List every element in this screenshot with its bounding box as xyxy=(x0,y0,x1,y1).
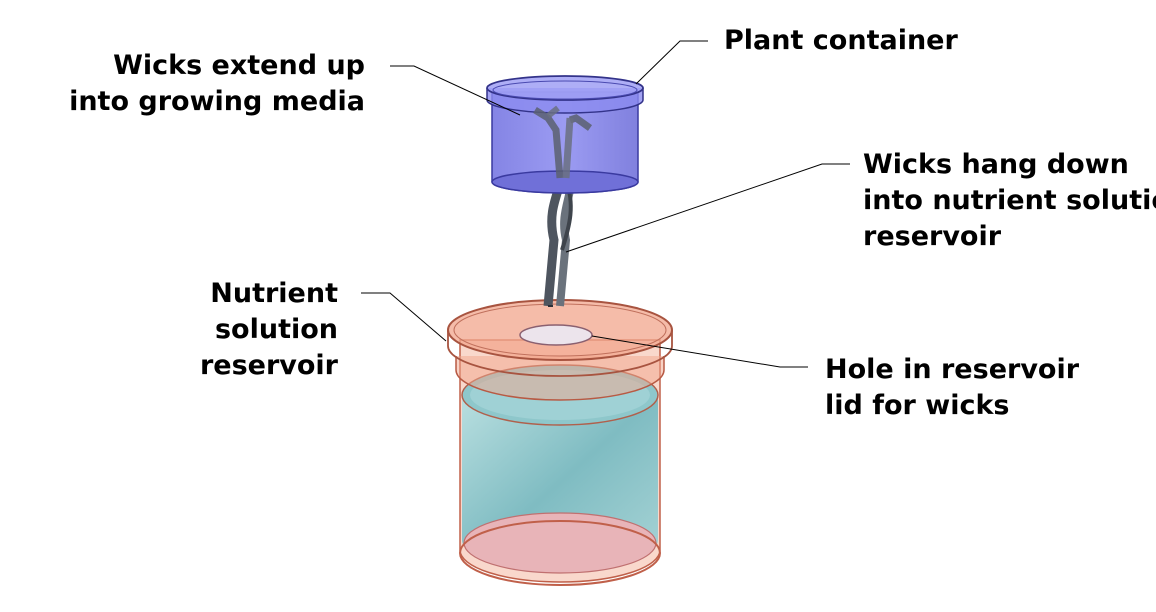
label-line: Wicks extend up xyxy=(113,50,365,81)
label-line: lid for wicks xyxy=(825,390,1010,421)
reservoir xyxy=(447,299,673,586)
label-line: reservoir xyxy=(199,350,338,381)
leader-hole xyxy=(591,335,808,368)
label-line: Plant container xyxy=(724,25,958,56)
plant-container xyxy=(486,75,644,194)
label-line: Wicks hang down xyxy=(863,149,1129,180)
label-hole: Hole in reservoir lid for wicks xyxy=(825,352,1079,424)
label-line: Nutrient xyxy=(210,278,338,309)
label-reservoir: Nutrient solution reservoir xyxy=(200,276,338,384)
leader-wicks-hang xyxy=(565,163,850,253)
leader-lines xyxy=(361,40,850,368)
label-line: reservoir xyxy=(863,221,1002,252)
leader-reservoir xyxy=(361,292,447,342)
label-line: solution xyxy=(214,314,338,345)
label-line: Hole in reservoir xyxy=(825,354,1080,385)
label-wicks-hang: Wicks hang down into nutrient solution r… xyxy=(863,147,1156,255)
label-plant-container: Plant container xyxy=(724,23,958,59)
leader-wicks-extend xyxy=(390,65,521,116)
label-line: into nutrient solution xyxy=(863,185,1156,216)
label-wicks-extend: Wicks extend up into growing media xyxy=(69,48,365,120)
leader-plant-container xyxy=(635,40,708,85)
wicks xyxy=(543,176,576,307)
label-line: into growing media xyxy=(69,86,365,117)
